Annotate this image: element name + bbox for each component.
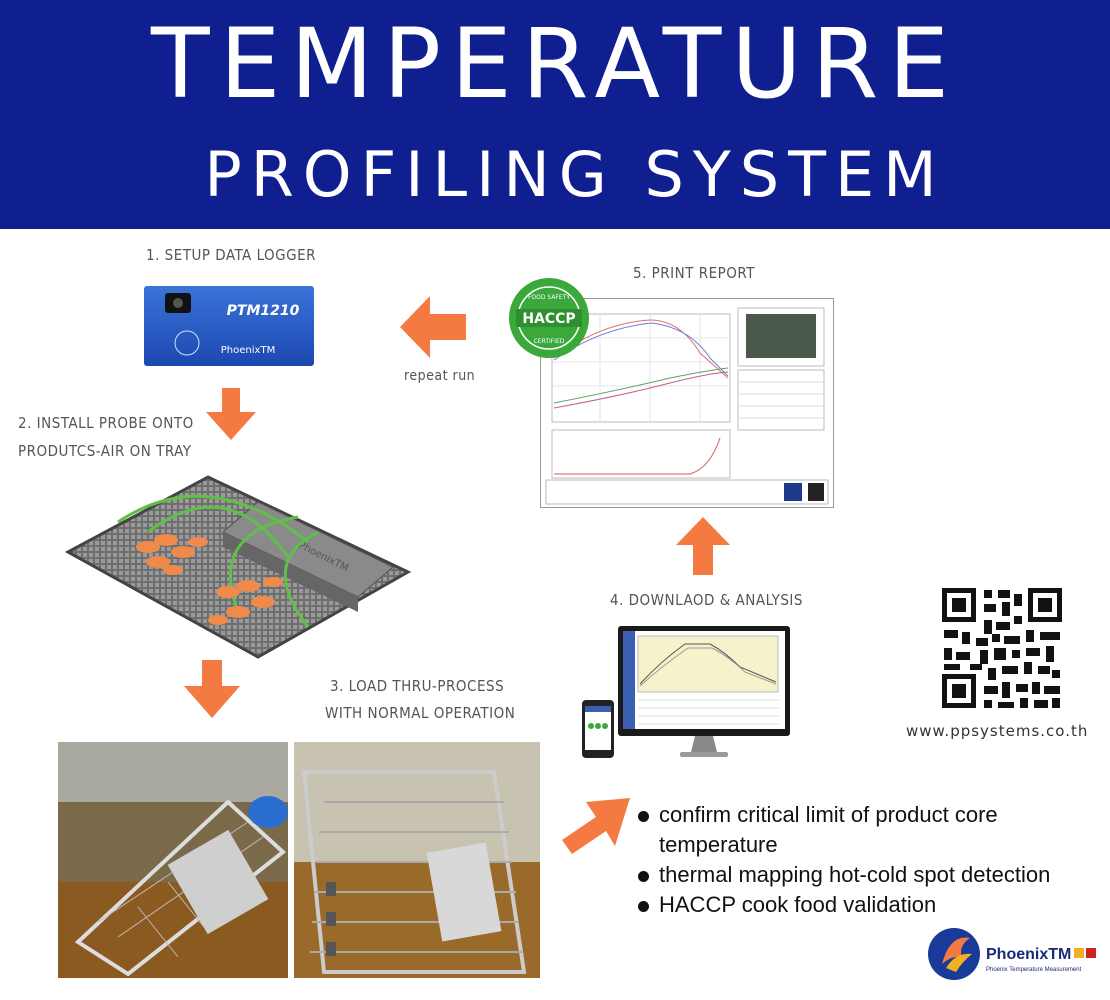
- arrow-down-icon: [206, 388, 256, 440]
- title-line-1: TEMPERATURE: [151, 8, 959, 120]
- step-1-label: 1. SETUP DATA LOGGER: [146, 246, 316, 264]
- website-url[interactable]: www.ppsystems.co.th: [906, 722, 1089, 740]
- logger-model-label: PTM1210: [227, 303, 300, 319]
- step-4-label: 4. DOWNLAOD & ANALYSIS: [610, 591, 803, 609]
- process-photo-1: [58, 742, 288, 978]
- step-3-label-line-2: WITH NORMAL OPERATION: [325, 704, 516, 722]
- arrow-down-icon-2: [184, 660, 240, 718]
- company-tagline: Phoenix Temperature Measurement: [986, 967, 1082, 973]
- step-3-label-line-1: 3. LOAD THRU-PROCESS: [330, 677, 505, 695]
- repeat-run-label: repeat run: [404, 368, 476, 384]
- benefit-item: thermal mapping hot-cold spot detection: [636, 860, 1050, 890]
- haccp-badge: HACCP FOOD SAFETY CERTIFIED: [509, 278, 589, 358]
- logger-brand-label: PhoenixTM: [221, 345, 275, 356]
- arrow-up-icon: [676, 517, 730, 575]
- process-photo-2: [294, 742, 540, 978]
- qr-code-icon[interactable]: [940, 586, 1064, 710]
- analysis-software-image: [582, 626, 790, 758]
- haccp-bottom-text: CERTIFIED: [534, 338, 565, 345]
- title-line-2: PROFILING SYSTEM: [204, 138, 946, 211]
- step-5-label: 5. PRINT REPORT: [633, 264, 755, 282]
- report-image: [540, 298, 834, 508]
- arrow-left-icon: [400, 296, 466, 358]
- step-2-label-line-2: PRODUTCS-AIR ON TRAY: [18, 442, 192, 460]
- phoenix-logo-icon: PhoenixTM Phoenix Temperature Measuremen…: [928, 928, 1096, 980]
- benefit-item: HACCP cook food validation: [636, 890, 1050, 920]
- data-logger-image: PTM1210 PhoenixTM: [144, 286, 314, 366]
- step-2-label-line-1: 2. INSTALL PROBE ONTO: [18, 414, 194, 432]
- benefit-item-continuation: temperature: [659, 832, 778, 857]
- company-name: PhoenixTM: [986, 946, 1071, 963]
- haccp-top-text: FOOD SAFETY: [528, 294, 570, 301]
- header-banner: TEMPERATURE PROFILING SYSTEM: [0, 0, 1110, 229]
- haccp-main-text: HACCP: [522, 311, 575, 327]
- benefit-item: confirm critical limit of product core: [636, 800, 1050, 830]
- benefits-list: confirm critical limit of product core t…: [636, 800, 1050, 920]
- tray-image: PhoenixTM: [64, 475, 412, 659]
- arrow-up-right-icon: [562, 798, 630, 854]
